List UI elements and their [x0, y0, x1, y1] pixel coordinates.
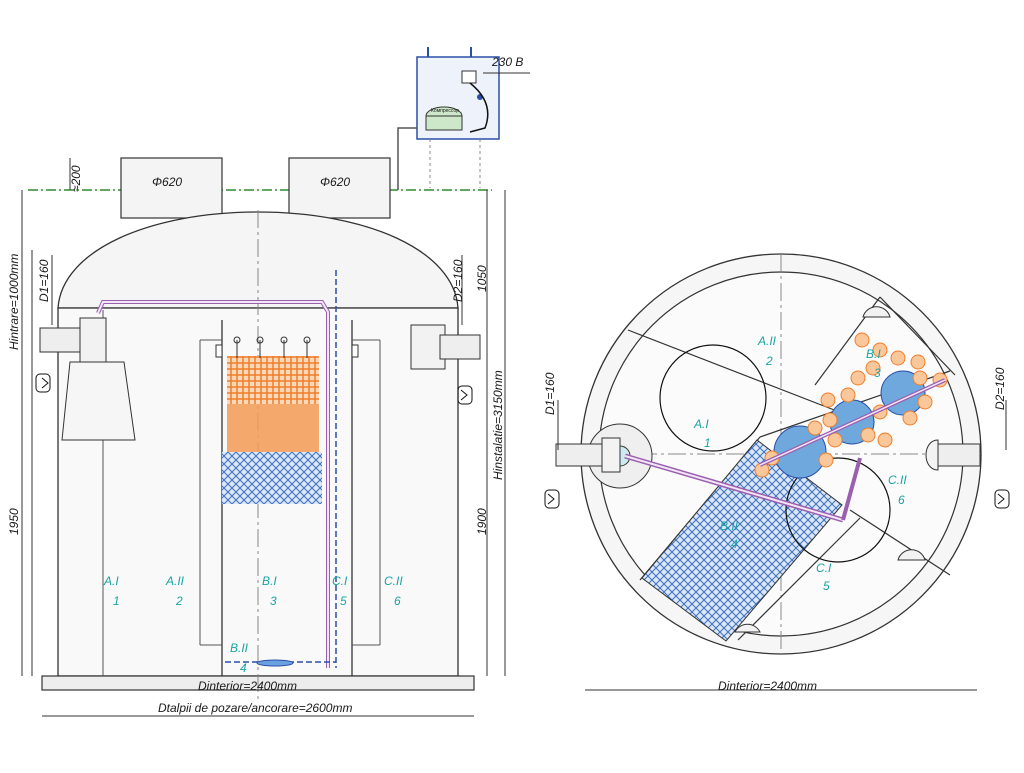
side-view: Компрессор 230 В ≈200 Φ620 Φ620 — [7, 47, 530, 717]
side-zone-code: A.I — [103, 574, 119, 588]
top-zone-num: 3 — [874, 366, 881, 380]
side-zone-code: B.II — [230, 641, 249, 655]
top-zone-num: 1 — [704, 436, 711, 450]
h-1950-label: 1950 — [7, 508, 21, 535]
top-inlet-pipe — [555, 437, 621, 473]
blue-mesh-media — [222, 452, 322, 504]
d1-side-label: D1=160 — [37, 259, 51, 302]
power-label: 230 В — [491, 55, 523, 69]
side-zone-num: 4 — [240, 661, 247, 675]
top-flow-arrow-out-icon — [994, 489, 1010, 509]
compressor-label: Компрессор — [431, 108, 459, 114]
side-zone-num: 6 — [394, 594, 401, 608]
chamber-a1-circle — [659, 344, 767, 452]
outlet-pipe — [410, 324, 481, 370]
d2-side-label: D2=160 — [451, 259, 465, 302]
side-zone-num: 2 — [175, 594, 183, 608]
side-zone-code: B.I — [262, 574, 277, 588]
d1-top-label: D1=160 — [543, 372, 557, 415]
top-zone-num: 2 — [765, 354, 773, 368]
side-zone-code: C.I — [332, 574, 348, 588]
top-zone-code: A.II — [757, 334, 777, 348]
side-zone-num: 5 — [340, 594, 347, 608]
top-zone-num: 4 — [731, 537, 738, 551]
top-zone-num: 6 — [898, 493, 905, 507]
cover-right — [288, 157, 391, 219]
top-zone-labels: A.II 2 B.I 3 A.I 1 C.II 6 B.II 4 C.I 5 — [693, 334, 907, 593]
chamber-c2-circle — [785, 457, 891, 563]
top-zone-num: 5 — [823, 579, 830, 593]
d-interior-side-label: Dinterior=2400mm — [198, 679, 297, 693]
h-instalatie-label: Hinstalatie=3150mm — [491, 370, 505, 480]
top-flow-arrow-in-icon — [544, 489, 560, 509]
inlet-pipe — [39, 317, 136, 441]
top-zone-code: C.II — [888, 473, 907, 487]
compressor-box — [397, 47, 500, 190]
top-view: D1=160 D2=160 Dinterior=2400mm A.II 2 B.… — [543, 253, 1010, 693]
side-zone-code: A.II — [165, 574, 185, 588]
d2-top-label: D2=160 — [993, 367, 1007, 410]
orange-media-upper — [227, 356, 319, 404]
top-zone-code: B.II — [720, 519, 739, 533]
orange-media-lower — [227, 404, 319, 452]
cover-right-diameter: Φ620 — [320, 175, 350, 189]
side-zone-num: 1 — [113, 594, 120, 608]
h-1900-label: 1900 — [475, 508, 489, 535]
flow-arrow-out-icon — [457, 385, 473, 405]
top-zone-code: C.I — [816, 561, 832, 575]
top-zone-code: B.I — [866, 347, 881, 361]
flow-arrow-in-icon — [35, 373, 51, 393]
h-1050-label: 1050 — [475, 265, 489, 292]
side-zone-labels: A.I 1 A.II 2 B.I 3 C.I 5 C.II 6 B.II 4 — [103, 574, 403, 675]
cover-left — [120, 157, 223, 219]
cover-left-diameter: Φ620 — [152, 175, 182, 189]
top-outlet-pipe — [925, 439, 981, 471]
d-talpii-label: Dtalpii de pozare/ancorare=2600mm — [158, 701, 352, 715]
side-zone-code: C.II — [384, 574, 403, 588]
d-interior-top-label: Dinterior=2400mm — [718, 679, 817, 693]
side-zone-num: 3 — [270, 594, 277, 608]
top-offset-label: ≈200 — [69, 165, 83, 192]
h-intrare-label: Hintrare=1000mm — [7, 254, 21, 350]
top-zone-code: A.I — [693, 417, 709, 431]
